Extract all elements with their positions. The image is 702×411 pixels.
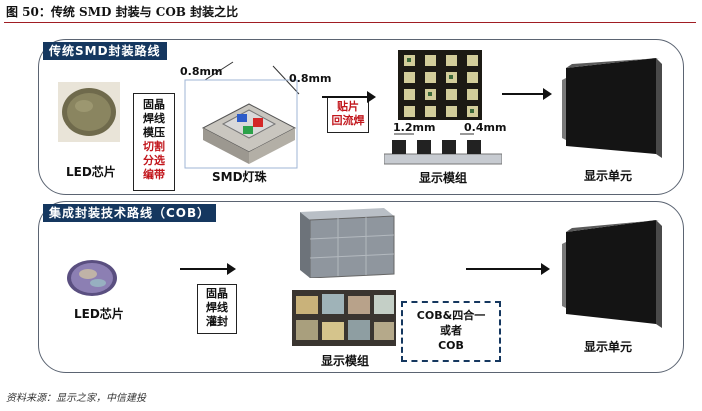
cob-note-line-2: 或者 (440, 324, 462, 337)
step-molding: 模压 (143, 126, 165, 139)
smd-arrow-1 (322, 91, 376, 103)
smd-bead-label: SMD灯珠 (212, 170, 267, 184)
smd-module-label: 显示模组 (419, 171, 468, 185)
cob-note-line-1: COB&四合一 (416, 309, 486, 322)
figure-title: 图 50：传统 SMD 封装与 COB 封装之比 (6, 5, 239, 19)
cob-note-line-3: COB (438, 339, 464, 352)
smd-chip-label: LED芯片 (66, 165, 116, 179)
step-smt: 贴片 (337, 100, 359, 113)
cob-display-unit-image (562, 220, 662, 328)
step-cutting: 切割 (143, 140, 165, 153)
step-taping: 编带 (143, 168, 165, 181)
cob-module-label: 显示模组 (321, 354, 370, 368)
step-die-attach: 固晶 (143, 98, 165, 111)
cob-note-box: COB&四合一 或者 COB (401, 301, 501, 362)
smd-bead-image (184, 61, 300, 169)
smd-dim-a: 0.8mm (180, 65, 223, 78)
cob-arrow-1 (180, 263, 236, 275)
cob-module-block-image (300, 208, 395, 278)
cob-module-photo-image (292, 290, 396, 346)
smd-display-unit-image (562, 58, 662, 158)
smd-arrow-2 (502, 88, 552, 100)
smd-process-steps: 固晶 焊线 模压 切割 分选 编带 (133, 93, 175, 191)
cob-step-potting: 灌封 (206, 315, 228, 328)
step-reflow: 回流焊 (331, 114, 365, 127)
smd-route-tag: 传统SMD封装路线 (43, 42, 167, 60)
smd-wafer-image (58, 82, 120, 142)
smd-dim-b: 0.8mm (289, 72, 332, 85)
cob-unit-label: 显示单元 (584, 340, 633, 354)
cob-process-steps: 固晶 焊线 灌封 (197, 284, 237, 334)
smd-pitch-b: 0.4mm (464, 121, 507, 134)
smd-reflow-box: 贴片 回流焊 (327, 97, 369, 133)
cob-arrow-2 (466, 263, 550, 275)
smd-unit-label: 显示单元 (584, 169, 633, 183)
cob-route-tag: 集成封装技术路线（COB） (43, 204, 217, 222)
cob-step-wire-bond: 焊线 (206, 301, 228, 314)
title-rule (4, 22, 696, 23)
step-wire-bond: 焊线 (143, 112, 165, 125)
smd-pitch-a: 1.2mm (393, 121, 436, 134)
step-sorting: 分选 (143, 154, 165, 167)
cob-step-die-attach: 固晶 (206, 287, 228, 300)
smd-module-side-image (384, 133, 502, 165)
cob-wafer-image (67, 260, 117, 296)
cob-chip-label: LED芯片 (74, 307, 124, 321)
smd-module-top-image (398, 50, 482, 120)
figure-source: 资料来源：显示之家，中信建投 (6, 393, 146, 404)
